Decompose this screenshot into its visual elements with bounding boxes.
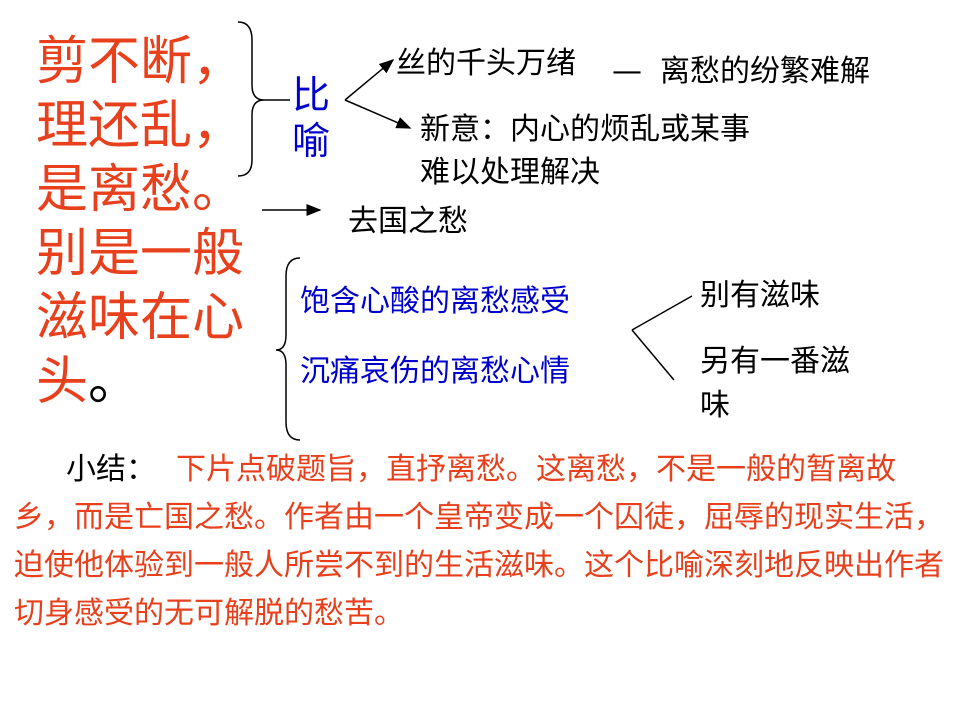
poem-block: 剪不断， 理还乱， 是离愁。 别是一般 滋味在心 头。 (36, 30, 276, 414)
poem-line-2: 理还乱， (36, 96, 245, 156)
fork-line-top (631, 295, 693, 331)
flavor-item-2-line-2: 味 (700, 388, 730, 423)
flavor-item-1: 别有滋味 (700, 278, 820, 313)
metaphor-label-line-2: 喻 (292, 119, 331, 163)
new-meaning-line-1: 新意：内心的烦乱或某事 (420, 112, 750, 147)
poem-line-4: 别是一般 (36, 224, 245, 284)
homeland-sorrow-text: 去国之愁 (348, 204, 468, 239)
poem-line-3: 是离愁。 (36, 160, 245, 220)
metaphor-label-line-1: 比 (292, 73, 331, 117)
poem-line-1: 剪不断， (36, 32, 245, 92)
feeling-item-2: 沉痛哀伤的离愁心情 (300, 354, 570, 389)
summary-text: 下片点破题旨，直抒离愁。这离愁，不是一般的暂离故乡，而是亡国之愁。作者由一个皇帝… (14, 452, 944, 631)
branch-silk-meaning: 离愁的纷繁难解 (660, 54, 870, 89)
summary-lead: 小结： (66, 452, 156, 487)
arrow-to-new-meaning (344, 99, 412, 129)
branch-silk-dash: — (612, 54, 642, 89)
poem-line-6: 头。 (36, 350, 276, 414)
arrow-to-silk (344, 59, 395, 101)
feeling-item-1: 饱含心酸的离愁感受 (300, 284, 570, 319)
brace-left-feelings (275, 257, 301, 441)
metaphor-label: 比 喻 (292, 72, 342, 164)
flavor-item-2-line-1: 另有一番滋 (700, 344, 850, 379)
summary-paragraph: 小结：下片点破题旨，直抒离愁。这离愁，不是一般的暂离故乡，而是亡国之愁。作者由一… (14, 446, 949, 638)
poem-line-6-text: 头 (36, 352, 89, 412)
new-meaning-line-2: 难以处理解决 (420, 155, 600, 190)
poem-line-5: 滋味在心 (36, 288, 245, 348)
poem-end-mark: 。 (88, 352, 141, 412)
branch-silk-text: 丝的千头万绪 (396, 46, 576, 81)
fork-line-bottom (631, 329, 675, 381)
